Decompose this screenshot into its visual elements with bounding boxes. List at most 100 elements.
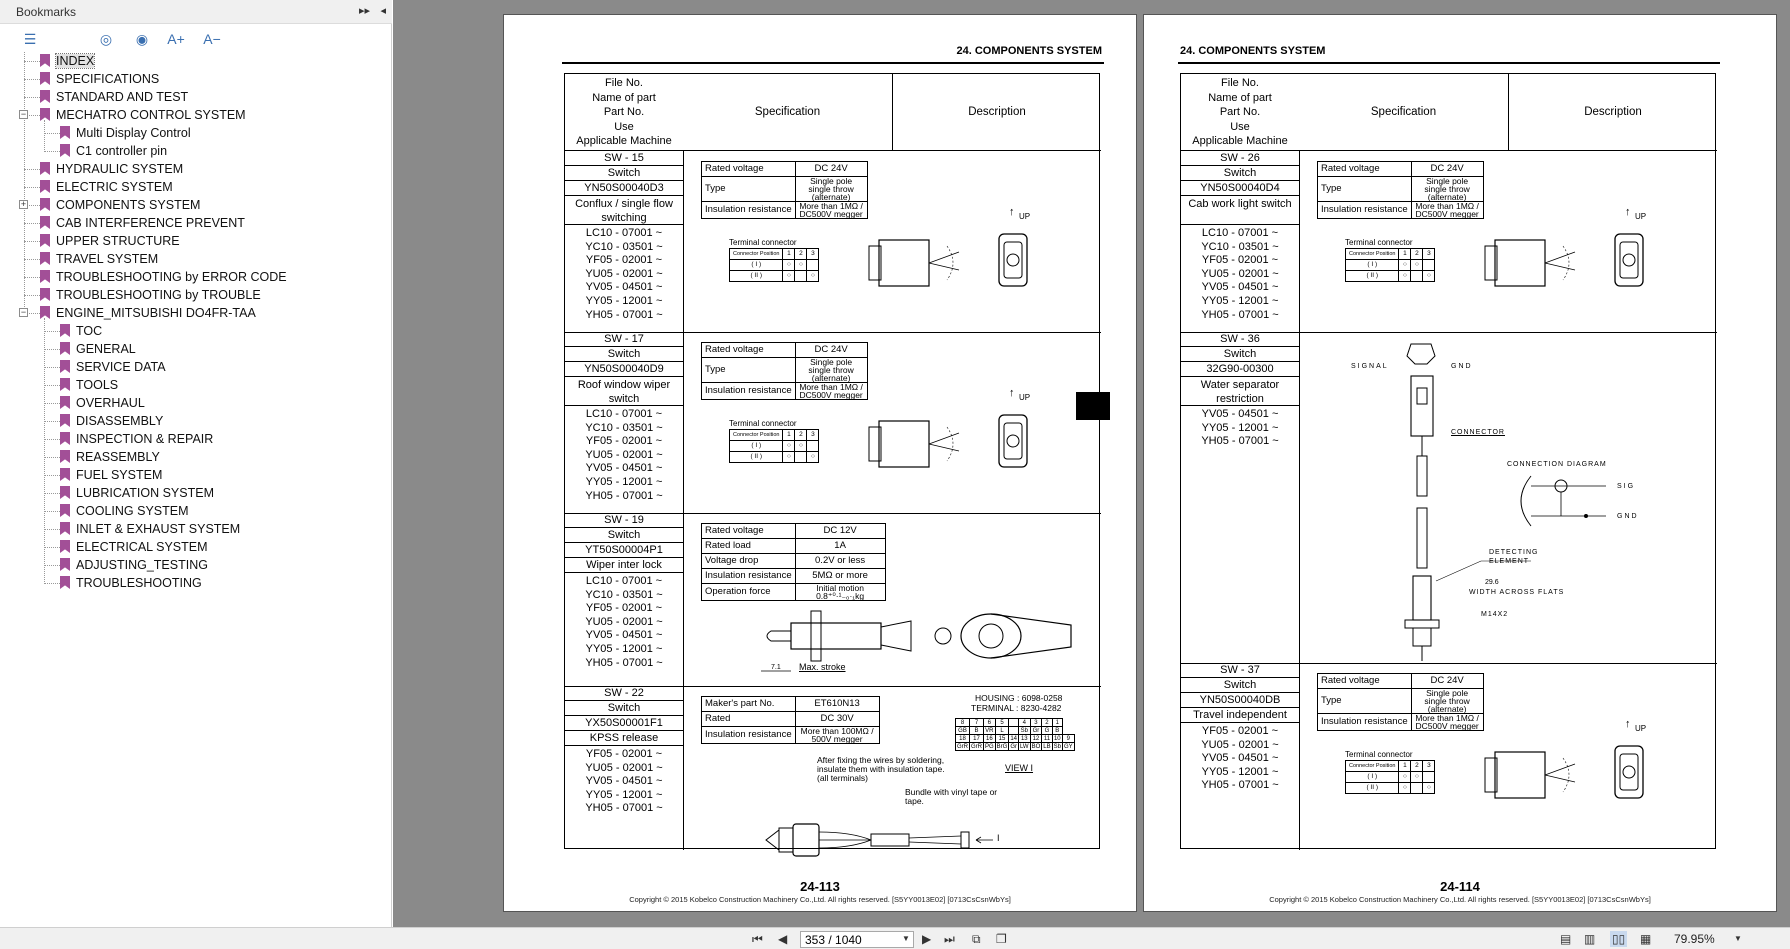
machine-serial: YF05 - 02001 ~ bbox=[585, 748, 663, 760]
part-name: Switch bbox=[565, 166, 683, 181]
two-page-continuous-icon[interactable]: ▦ bbox=[1640, 932, 1652, 946]
bookmark-item[interactable]: INSPECTION & REPAIR bbox=[60, 430, 213, 448]
text-larger-button[interactable]: A+ bbox=[167, 31, 185, 47]
connector-col: 2 bbox=[1410, 760, 1424, 772]
connector-dot: ○ bbox=[782, 440, 796, 452]
bookmark-item[interactable]: CAB INTERFERENCE PREVENT bbox=[40, 214, 245, 232]
single-page-icon[interactable]: ▤ bbox=[1560, 932, 1572, 946]
bookmark-item[interactable]: Multi Display Control bbox=[60, 124, 191, 142]
next-page-icon[interactable]: ▶ bbox=[922, 932, 932, 946]
bookmark-icon bbox=[40, 90, 50, 103]
header-line: Part No. bbox=[1219, 106, 1261, 119]
pin-cell: LW bbox=[1018, 742, 1031, 751]
text-smaller-button[interactable]: A− bbox=[203, 31, 221, 47]
bookmark-item[interactable]: OVERHAUL bbox=[60, 394, 145, 412]
pin-cell: LB bbox=[1041, 742, 1053, 751]
bookmark-item[interactable]: TOC bbox=[60, 322, 102, 340]
bookmark-item[interactable]: C1 controller pin bbox=[60, 142, 167, 160]
bookmark-item[interactable]: TOOLS bbox=[60, 376, 118, 394]
bookmark-item[interactable]: ENGINE_MITSUBISHI DO4FR-TAA bbox=[40, 304, 256, 322]
bookmark-icon bbox=[60, 540, 70, 553]
bookmark-label: INSPECTION & REPAIR bbox=[76, 432, 214, 446]
list-options-icon[interactable]: ☰ bbox=[23, 31, 37, 47]
document-viewport[interactable]: 24. COMPONENTS SYSTEM File No.Name of pa… bbox=[393, 0, 1790, 927]
pin-cell: Gr bbox=[1029, 726, 1043, 735]
terminal-label: Terminal connector bbox=[1345, 750, 1413, 759]
view-label: VIEW I bbox=[1005, 763, 1034, 773]
bookmark-icon bbox=[40, 216, 50, 229]
continuous-page-icon[interactable]: ▥ bbox=[1584, 932, 1596, 946]
bookmark-item[interactable]: DISASSEMBLY bbox=[60, 412, 163, 430]
page-24-114: 24. COMPONENTS SYSTEM File No.Name of pa… bbox=[1143, 14, 1777, 912]
part-no: YN50S00040D4 bbox=[1181, 181, 1299, 196]
bookmark-icon bbox=[60, 486, 70, 499]
bookmark-item[interactable]: SPECIFICATIONS bbox=[40, 70, 159, 88]
bookmark-item[interactable]: GENERAL bbox=[60, 340, 136, 358]
spec-label: Insulation resistance bbox=[701, 201, 796, 219]
chevron-down-icon[interactable]: ▼ bbox=[1734, 934, 1742, 943]
page-number-input[interactable] bbox=[800, 931, 914, 948]
previous-page-icon[interactable]: ◀ bbox=[778, 932, 788, 946]
bookmark-item[interactable]: HYDRAULIC SYSTEM bbox=[40, 160, 183, 178]
pin-cell: GrR bbox=[969, 742, 984, 751]
bookmark-item[interactable]: ADJUSTING_TESTING bbox=[60, 556, 208, 574]
bookmark-label: STANDARD AND TEST bbox=[56, 90, 189, 104]
bookmark-item[interactable]: SERVICE DATA bbox=[60, 358, 166, 376]
two-page-icon[interactable]: ▯▯ bbox=[1610, 931, 1628, 947]
bookmark-item[interactable]: ELECTRIC SYSTEM bbox=[40, 178, 173, 196]
spec-label: Operation force bbox=[701, 583, 796, 601]
bookmark-icon bbox=[60, 360, 70, 373]
connector-dot: ○ bbox=[782, 270, 796, 282]
bookmark-item[interactable]: INDEX bbox=[40, 52, 96, 70]
bookmark-item[interactable]: COMPONENTS SYSTEM bbox=[40, 196, 200, 214]
bookmark-label: INDEX bbox=[54, 53, 96, 69]
bookmark-item[interactable]: UPPER STRUCTURE bbox=[40, 232, 180, 250]
copy-page-icon[interactable]: ❐ bbox=[996, 932, 1007, 946]
collapse-icon[interactable]: − bbox=[19, 307, 28, 317]
bookmark-item[interactable]: TROUBLESHOOTING bbox=[60, 574, 202, 592]
connector-dot: ○ bbox=[1398, 771, 1412, 783]
bookmark-expand-icon[interactable]: ◎ bbox=[99, 31, 113, 47]
bookmark-item[interactable]: TROUBLESHOOTING by ERROR CODE bbox=[40, 268, 287, 286]
zoom-level[interactable]: 79.95% bbox=[1674, 932, 1715, 946]
connector-dot: ○ bbox=[1422, 782, 1436, 794]
spec-label: Rated voltage bbox=[701, 342, 796, 358]
bookmark-item[interactable]: LUBRICATION SYSTEM bbox=[60, 484, 214, 502]
bookmark-item[interactable]: FUEL SYSTEM bbox=[60, 466, 162, 484]
tree-guide bbox=[44, 439, 60, 440]
bookmark-item[interactable]: STANDARD AND TEST bbox=[40, 88, 188, 106]
copyright-text: Copyright © 2015 Kobelco Construction Ma… bbox=[629, 895, 1011, 904]
tree-guide bbox=[24, 169, 40, 170]
bookmark-item[interactable]: REASSEMBLY bbox=[60, 448, 160, 466]
page-number: 24-114 bbox=[1440, 879, 1480, 894]
connector-col: 1 bbox=[782, 429, 796, 441]
last-page-icon[interactable]: ⏭ bbox=[944, 932, 955, 946]
part-name: Switch bbox=[565, 528, 683, 543]
first-page-icon[interactable]: ⏮ bbox=[752, 932, 763, 946]
expand-icon[interactable]: + bbox=[19, 199, 28, 209]
bookmark-item[interactable]: ELECTRICAL SYSTEM bbox=[60, 538, 208, 556]
pin-cell: BrG bbox=[994, 742, 1010, 751]
bookmark-item[interactable]: COOLING SYSTEM bbox=[60, 502, 189, 520]
bookmark-find-icon[interactable]: ◉ bbox=[135, 31, 149, 47]
stroke-label: Max. stroke bbox=[799, 662, 846, 672]
bookmark-item[interactable]: TROUBLESHOOTING by TROUBLE bbox=[40, 286, 261, 304]
collapse-icon[interactable]: − bbox=[19, 109, 28, 119]
double-arrow-icon[interactable]: ▸▸ bbox=[358, 5, 370, 17]
view-mode-icon[interactable]: ⧉ bbox=[972, 932, 981, 946]
chevron-down-icon[interactable]: ▼ bbox=[902, 934, 910, 943]
bookmark-icon bbox=[60, 504, 70, 517]
pin-cell: 11 bbox=[1041, 734, 1053, 743]
bookmark-item[interactable]: INLET & EXHAUST SYSTEM bbox=[60, 520, 240, 538]
bookmark-item[interactable]: TRAVEL SYSTEM bbox=[40, 250, 158, 268]
bookmark-icon bbox=[60, 144, 70, 157]
bookmark-item[interactable]: MECHATRO CONTROL SYSTEM bbox=[40, 106, 246, 124]
triangle-left-icon[interactable]: ◂ bbox=[380, 5, 386, 17]
connector-col: 3 bbox=[806, 429, 820, 441]
column-divider bbox=[683, 151, 684, 850]
up-label: UP bbox=[1019, 212, 1031, 221]
pin-cell: 15 bbox=[994, 734, 1010, 743]
